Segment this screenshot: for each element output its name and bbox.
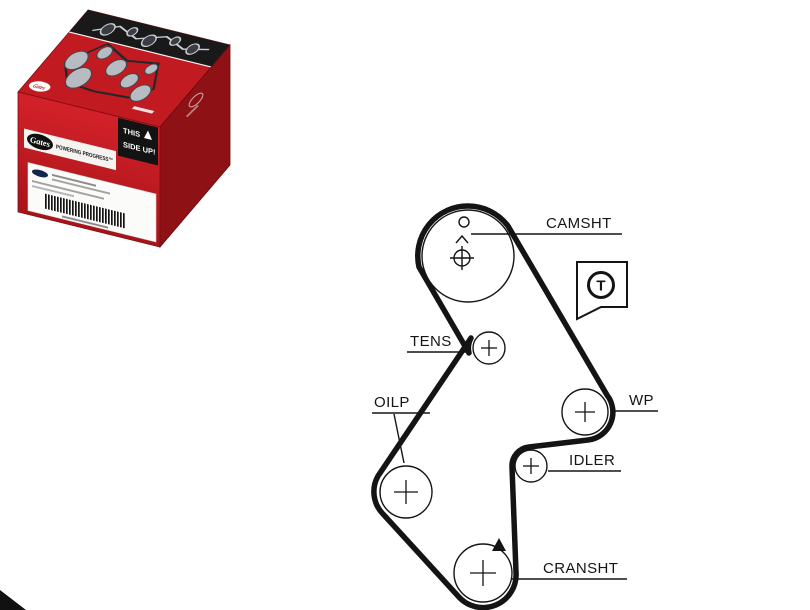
belt-diagram: CAMSHT TENS WP IDLER OILP CRANSHT T (371, 203, 658, 610)
crank-direction-marker (492, 538, 506, 551)
label-logo-oval (32, 169, 48, 178)
cam-center-mark (450, 234, 474, 270)
corner-mark (0, 590, 26, 610)
this-side-up-badge: THIS SIDE UP! (118, 117, 158, 166)
box-top-face: Gates (17, 9, 231, 128)
pulley-cross-marks (394, 340, 595, 586)
barcode (44, 193, 126, 229)
cam-timing-dot (458, 216, 470, 228)
timing-mark-flag: T (576, 261, 628, 321)
box-front-face: Gates POWERING PROGRESS™ THIS SIDE UP! (17, 91, 161, 248)
gates-oval-top (28, 81, 51, 92)
gates-oval-logo: Gates (27, 133, 53, 151)
timing-mark-letter: T (596, 278, 605, 295)
water-pump-label: WP (629, 392, 654, 409)
up-arrow-icon (144, 130, 152, 141)
camshaft-label: CAMSHT (546, 215, 612, 232)
timing-mark-circle (587, 271, 615, 299)
badge-line1: THIS (123, 126, 140, 139)
crankshaft-label: CRANSHT (543, 560, 618, 577)
oil-pump-leader-line (393, 413, 405, 464)
timing-belt-path (371, 203, 616, 610)
photo-band-graphics (92, 23, 210, 55)
oil-pump-label: OILP (374, 394, 410, 411)
camshaft-pulley (421, 209, 515, 303)
product-box: Gates Gates POWERING PROGRESS™ THIS SIDE… (17, 9, 231, 249)
gates-logo-text-top: Gates (31, 84, 48, 92)
idler-label: IDLER (569, 452, 615, 469)
shipping-label (27, 162, 157, 243)
side-logo-mark (188, 92, 204, 108)
box-top-printed-diagram: Gates (28, 42, 160, 114)
tensioner-label: TENS (410, 333, 452, 350)
